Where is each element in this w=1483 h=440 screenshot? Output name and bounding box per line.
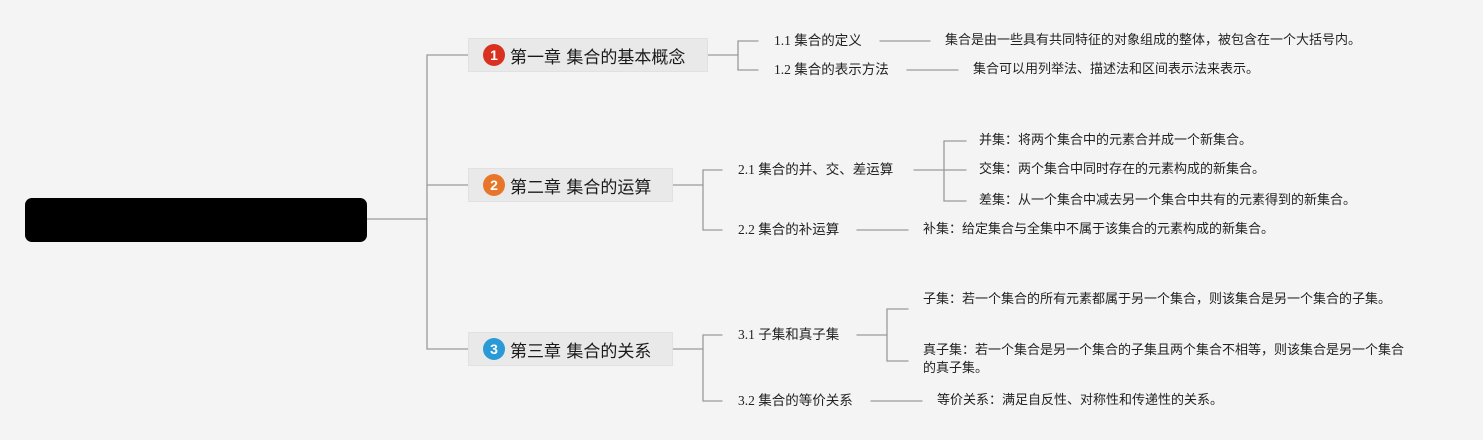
section-node-1-1[interactable]: 1.1 集合的定义 [774, 33, 862, 48]
detail-node[interactable]: 差集：从一个集合中减去另一个集合中共有的元素得到的新集合。 [979, 193, 1357, 208]
section-node-3-1[interactable]: 3.1 子集和真子集 [738, 327, 840, 342]
number-badge-icon: 2 [483, 174, 505, 196]
detail-node[interactable]: 并集：将两个集合中的元素合并成一个新集合。 [979, 133, 1253, 148]
detail-node[interactable]: 补集：给定集合与全集中不属于该集合的元素构成的新集合。 [923, 222, 1275, 237]
detail-node[interactable]: 子集：若一个集合的所有元素都属于另一个集合，则该集合是另一个集合的子集。 [923, 292, 1392, 307]
chapter-title: 第二章 集合的运算 [510, 177, 652, 198]
section-node-3-2[interactable]: 3.2 集合的等价关系 [738, 393, 853, 408]
detail-node[interactable]: 集合是由一些具有共同特征的对象组成的整体，被包含在一个大括号内。 [945, 33, 1362, 48]
detail-node[interactable]: 交集：两个集合中同时存在的元素构成的新集合。 [979, 162, 1266, 177]
chapter-title: 第一章 集合的基本概念 [510, 47, 686, 68]
section-node-1-2[interactable]: 1.2 集合的表示方法 [774, 62, 889, 77]
chapter-node-1[interactable]: 1 第一章 集合的基本概念 [468, 38, 708, 72]
detail-node[interactable]: 集合可以用列举法、描述法和区间表示法来表示。 [973, 62, 1260, 77]
section-node-2-1[interactable]: 2.1 集合的并、交、差运算 [738, 162, 894, 177]
chapter-node-3[interactable]: 3 第三章 集合的关系 [468, 332, 673, 366]
section-node-2-2[interactable]: 2.2 集合的补运算 [738, 222, 840, 237]
detail-node[interactable]: 等价关系：满足自反性、对称性和传递性的关系。 [937, 393, 1224, 408]
detail-node[interactable]: 真子集：若一个集合是另一个集合的子集且两个集合不相等，则该集合是另一个集合的真子… [923, 343, 1405, 376]
number-badge-icon: 3 [483, 338, 505, 360]
number-badge-icon: 1 [483, 44, 505, 66]
chapter-node-2[interactable]: 2 第二章 集合的运算 [468, 168, 673, 202]
chapter-title: 第三章 集合的关系 [510, 341, 652, 362]
root-node[interactable] [25, 198, 367, 242]
